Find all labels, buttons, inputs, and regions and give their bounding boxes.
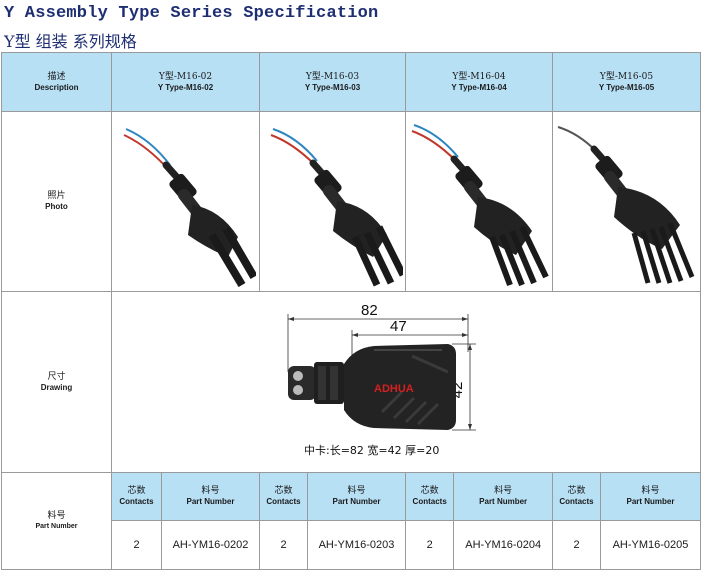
connector-2way-photo	[123, 127, 256, 287]
contacts-header-en: Contacts	[266, 497, 301, 506]
model-name-cn: Y型-M16-03	[305, 71, 360, 82]
model-name-cn: Y型-M16-04	[452, 71, 506, 82]
description-label-cn: 描述	[47, 71, 66, 82]
part-number-value: AH-YM16-0203	[307, 520, 406, 570]
part-number-header-cn: 料号	[641, 486, 660, 496]
contacts-header-cn: 芯数	[127, 486, 146, 496]
connector-3way-photo	[270, 127, 403, 286]
spec-table: 描述 Description Y型-M16-02 Y Type-M16-02 Y…	[1, 52, 701, 570]
model-name-en: Y Type-M16-04	[451, 82, 507, 92]
dimension-note: 中卡:长=82 宽=42 厚=20	[304, 443, 439, 457]
part-number-header-cn: 料号	[201, 486, 220, 496]
contacts-header-cn: 芯数	[274, 486, 293, 496]
description-label-en: Description	[34, 82, 79, 92]
part-number-value: AH-YM16-0204	[453, 520, 553, 570]
contacts-header: 芯数 Contacts	[552, 472, 601, 521]
drawing-label: 尺寸 Drawing	[1, 291, 112, 473]
model-name-en: Y Type-M16-02	[157, 82, 214, 92]
photo-row: 照片 Photo	[1, 111, 701, 292]
part-number-header-en: Part Number	[479, 497, 528, 506]
product-photo-05	[552, 111, 701, 292]
model-name-en: Y Type-M16-05	[598, 82, 655, 92]
brand-logo-text: ADHUA	[374, 383, 414, 395]
contacts-header: 芯数 Contacts	[111, 472, 162, 521]
contacts-value: 2	[552, 520, 601, 570]
contacts-header-cn: 芯数	[567, 486, 586, 496]
model-name-cn: Y型-M16-05	[599, 71, 654, 82]
product-photo-04	[405, 111, 553, 292]
contacts-value: 2	[404, 520, 455, 570]
model-header: Y型-M16-05 Y Type-M16-05	[552, 52, 701, 112]
part-number-header: 料号 Part Number	[453, 472, 553, 521]
connector-drawing: ADHUA	[288, 344, 456, 430]
photo-label-en: Photo	[45, 202, 68, 211]
contacts-header-cn: 芯数	[420, 486, 439, 496]
dim-47-label: 47	[390, 318, 407, 335]
contacts-value: 2	[111, 520, 162, 570]
dimension-drawing-svg: 82 47 42	[287, 302, 476, 457]
dimension-drawing: 82 47 42	[111, 291, 701, 473]
model-header: Y型-M16-04 Y Type-M16-04	[405, 52, 553, 112]
title-chinese: Y型 组装 系列规格	[4, 32, 137, 51]
contacts-header-en: Contacts	[412, 497, 447, 506]
description-header: 描述 Description	[1, 52, 112, 112]
part-number-header: 料号 Part Number	[307, 472, 406, 521]
connector-5way-photo	[557, 125, 694, 284]
dim-82-label: 82	[361, 302, 378, 319]
part-number-header: 料号 Part Number	[161, 472, 260, 521]
header-row: 描述 Description Y型-M16-02 Y Type-M16-02 Y…	[1, 52, 701, 112]
title-english: Y Assembly Type Series Specification	[4, 4, 379, 23]
part-label-en: Part Number	[35, 522, 78, 530]
model-name-en: Y Type-M16-03	[304, 82, 361, 92]
part-values-row: 2 AH-YM16-0202 2 AH-YM16-0203 2 AH-YM16-…	[2, 520, 701, 570]
contacts-header-en: Contacts	[559, 497, 594, 506]
part-number-value: AH-YM16-0205	[600, 520, 701, 570]
drawing-row: 尺寸 Drawing 82 47	[1, 291, 701, 473]
part-label-cn: 料号	[47, 510, 66, 521]
part-number-header-cn: 料号	[494, 486, 513, 496]
part-number-label: 料号 Part Number	[1, 472, 112, 570]
model-name-cn: Y型-M16-02	[158, 71, 213, 82]
contacts-header: 芯数 Contacts	[404, 472, 455, 521]
part-number-header-en: Part Number	[332, 497, 381, 506]
part-number-header-cn: 料号	[347, 486, 366, 496]
drawing-label-en: Drawing	[40, 382, 73, 392]
photo-label-cn: 照片	[47, 191, 66, 201]
part-number-header-en: Part Number	[626, 497, 675, 506]
part-number-header: 料号 Part Number	[600, 472, 701, 521]
part-number-value: AH-YM16-0202	[161, 520, 260, 570]
model-header: Y型-M16-02 Y Type-M16-02	[111, 52, 260, 112]
product-photo-02	[111, 111, 260, 292]
product-photo-03	[259, 111, 406, 292]
model-header: Y型-M16-03 Y Type-M16-03	[259, 52, 406, 112]
contacts-header-en: Contacts	[119, 497, 154, 506]
part-number-header-en: Part Number	[186, 497, 235, 506]
drawing-label-cn: 尺寸	[47, 371, 66, 382]
connector-4way-photo	[411, 123, 549, 286]
contacts-value: 2	[259, 520, 308, 570]
contacts-header: 芯数 Contacts	[259, 472, 308, 521]
photo-label: 照片 Photo	[1, 111, 112, 292]
part-subheader-row: 料号 Part Number 芯数 Contacts 料号 Part Numbe…	[1, 472, 701, 570]
